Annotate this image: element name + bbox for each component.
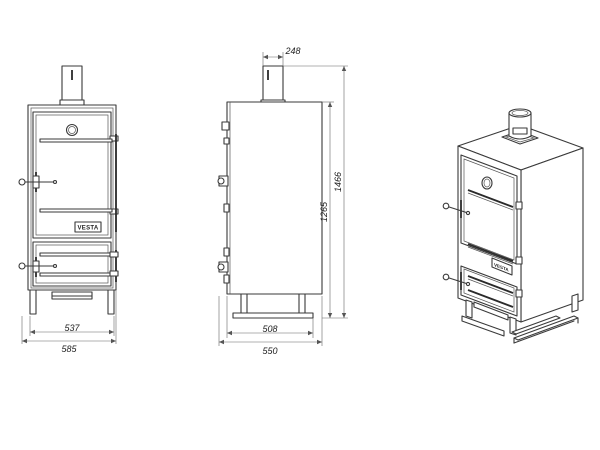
isometric-view: VESTA <box>442 108 584 344</box>
iso-logo-text: VESTA <box>494 262 509 273</box>
iso-lower-handle <box>442 272 471 290</box>
side-body <box>226 101 323 295</box>
iso-chimney <box>501 108 539 145</box>
side-base <box>232 312 314 319</box>
dim-height-overall: 1466 <box>333 172 343 192</box>
iso-stand <box>461 293 579 344</box>
iso-logo-plate: VESTA <box>491 257 513 276</box>
front-thermometer <box>65 123 79 137</box>
front-logo-text: VESTA <box>77 226 98 232</box>
front-upper-door <box>32 111 112 239</box>
front-dimensions: 537 585 <box>21 290 117 354</box>
dim-height-to-top: 1265 <box>319 201 329 222</box>
dim-side-top-width: 248 <box>284 46 300 56</box>
front-lower-handle <box>18 257 58 277</box>
dim-side-body-depth: 508 <box>262 324 277 334</box>
side-chimney <box>262 65 284 103</box>
front-logo-plate <box>74 221 102 233</box>
dim-front-inner-width: 537 <box>64 323 80 333</box>
front-handle <box>18 172 58 192</box>
side-view <box>217 65 323 319</box>
iso-handle <box>442 200 471 218</box>
front-view: VESTA <box>18 65 119 315</box>
side-dimensions: 248 508 550 1265 1466 <box>218 46 348 356</box>
dim-front-outer-width: 585 <box>61 344 77 354</box>
dim-side-overall-depth: 550 <box>262 346 277 356</box>
side-latches <box>217 121 230 284</box>
